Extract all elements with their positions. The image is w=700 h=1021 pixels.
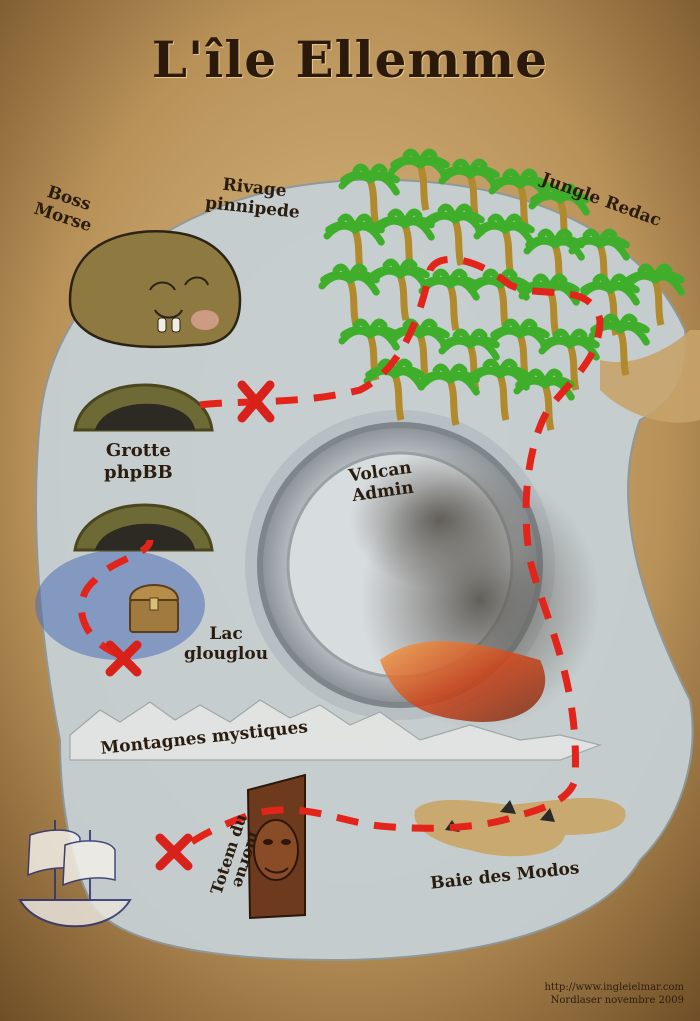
palm-tree-icon [373, 208, 435, 271]
palm-tree-icon [423, 203, 485, 266]
label-lac-line2: glouglou [184, 644, 269, 665]
credit-author: Nordlaser novembre 2009 [550, 995, 684, 1006]
credit-url: http://www.ingleielmar.com [544, 982, 684, 993]
walrus-boss-icon [68, 230, 242, 349]
x-mark-icon [237, 380, 275, 423]
label-grotte-line2: phpBB [104, 461, 173, 483]
shark-fin-icon [540, 808, 555, 822]
palm-tree-icon [578, 273, 640, 336]
palm-tree-icon [538, 328, 600, 391]
east-coast-bay [600, 330, 700, 423]
palm-tree-icon [488, 168, 550, 231]
bay-sand [414, 798, 626, 857]
label-lac-line1: Lac [209, 624, 243, 644]
palm-tree-icon [588, 313, 650, 376]
palm-tree-icon [623, 263, 685, 326]
map-title: L'île Ellemme [151, 30, 549, 89]
cave-icon [73, 503, 214, 552]
cave-icon [73, 383, 214, 432]
ship-icon [18, 820, 132, 928]
treasure-route [77, 255, 604, 858]
volcano-icon [245, 410, 600, 730]
lake-water [35, 550, 205, 660]
palm-tree-icon [518, 273, 580, 336]
label-grotte-line1: Grotte [105, 440, 171, 461]
treasure-chest-icon [128, 584, 180, 633]
palm-tree-icon [523, 228, 585, 291]
label-volcan: Volcan Admin [347, 458, 415, 507]
label-grotte: Grotte phpBB [104, 440, 173, 483]
shark-fin-icon [500, 800, 516, 814]
jungle-forest [318, 148, 685, 431]
label-lac: Lac glouglou [184, 624, 268, 665]
credit: http://www.ingleielmar.com Nordlaser nov… [544, 981, 684, 1007]
palm-tree-icon [418, 363, 480, 426]
palm-tree-icon [368, 258, 430, 321]
x-mark-icon [155, 833, 193, 871]
x-mark-icon [105, 640, 142, 677]
palm-tree-icon [338, 163, 400, 226]
mountains-shape [69, 699, 603, 761]
palm-tree-icon [528, 183, 590, 246]
